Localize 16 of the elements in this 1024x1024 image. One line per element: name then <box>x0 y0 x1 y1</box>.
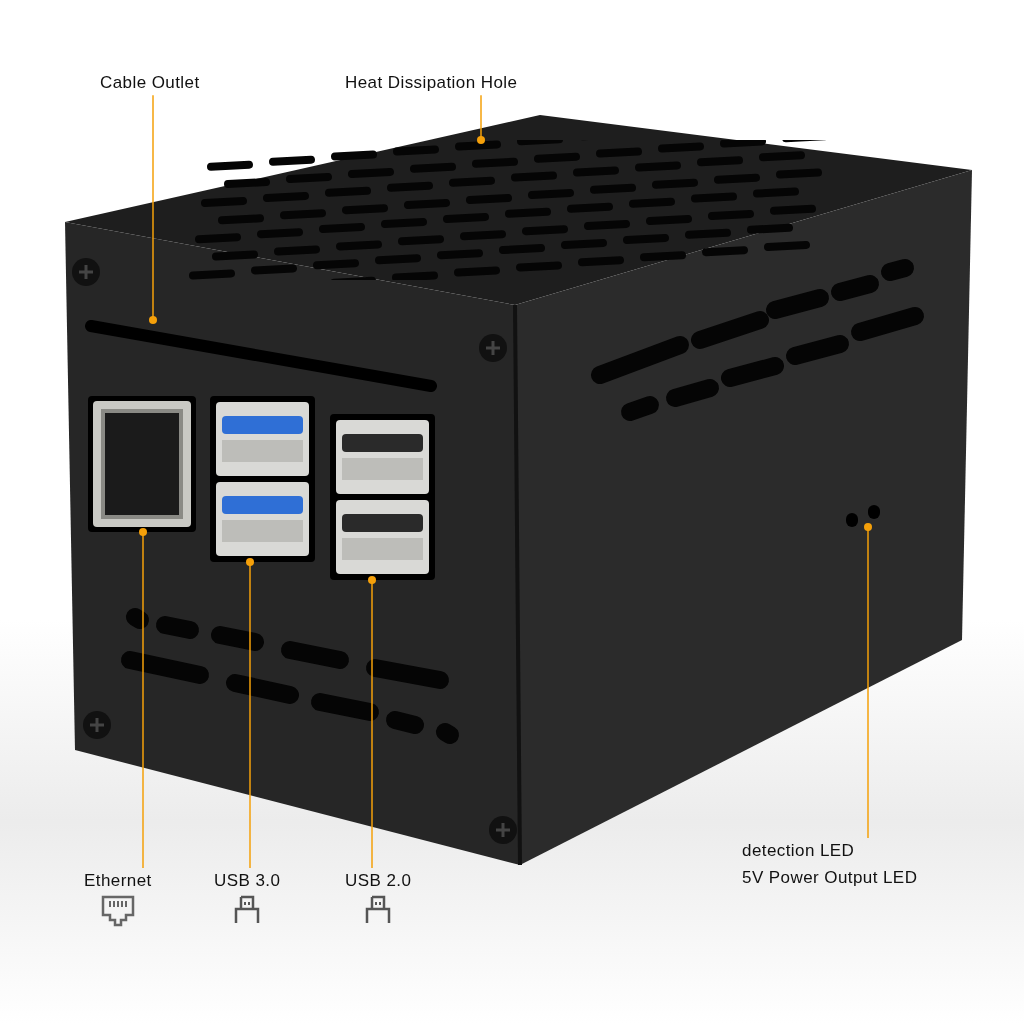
leader-line <box>246 558 254 869</box>
leader-line <box>477 94 485 144</box>
callout-label: detection LED 5V Power Output LED <box>742 840 918 889</box>
callout-label: Ethernet <box>84 870 152 892</box>
callout-label: Heat Dissipation Hole <box>345 72 518 94</box>
callout-label: USB 3.0 <box>214 870 281 892</box>
leader-line <box>864 523 872 839</box>
callout-label: USB 2.0 <box>345 870 412 892</box>
usb-3-port <box>210 396 315 562</box>
callout-label: Cable Outlet <box>100 72 200 94</box>
ethernet-port <box>88 396 196 532</box>
leader-line <box>368 576 376 869</box>
usb-2-port <box>330 414 435 580</box>
cable-outlet-slot <box>85 320 437 392</box>
leader-line <box>149 94 157 324</box>
leader-line <box>139 528 147 869</box>
